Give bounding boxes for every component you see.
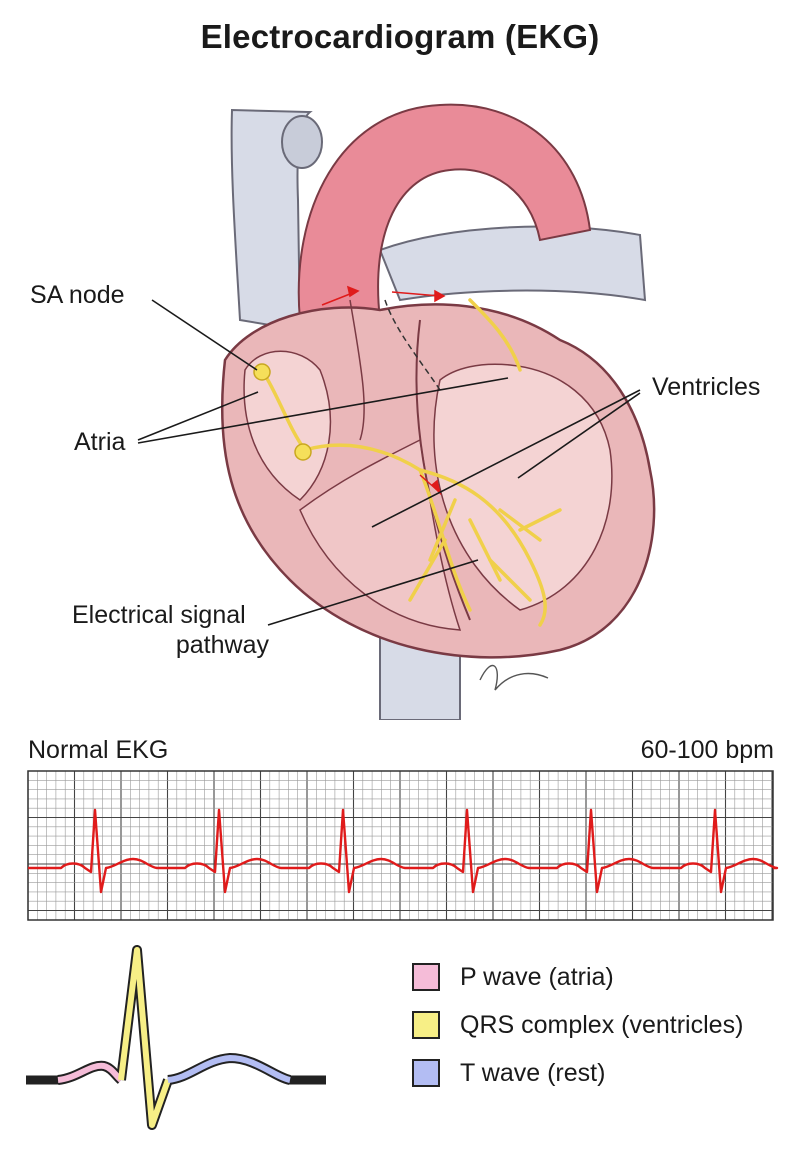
leader-atria-2 <box>137 377 509 444</box>
qrs-complex-segment <box>118 947 171 1128</box>
ekg-trace <box>28 808 779 894</box>
leader-sa-node <box>151 299 258 371</box>
artist-signature <box>479 664 549 691</box>
ekg-title: Normal EKG <box>28 736 169 764</box>
leader-pathway <box>267 559 479 626</box>
legend-item-t-wave: T wave (rest) <box>412 1056 605 1090</box>
label-atria: Atria <box>74 428 126 456</box>
label-pathway-line2: pathway <box>175 631 269 659</box>
sa-node-marker <box>253 363 271 381</box>
signal-arrows <box>321 285 446 496</box>
label-ventricles: Ventricles <box>652 373 761 401</box>
leader-atria-1 <box>137 391 259 441</box>
aorta <box>297 103 592 321</box>
pulmonary-artery <box>378 225 647 302</box>
leader-lines <box>137 299 641 626</box>
left-ventricle-chamber <box>433 363 613 611</box>
legend-item-qrs-complex: QRS complex (ventricles) <box>412 1008 743 1042</box>
valve-outline <box>349 299 365 441</box>
p-wave-segment <box>57 1062 124 1083</box>
heart-illustration <box>137 103 656 720</box>
av-node-marker <box>294 443 312 461</box>
page-title: Electrocardiogram (EKG) <box>200 18 600 55</box>
ekg-border <box>27 770 774 921</box>
t-wave-segment <box>167 1055 291 1083</box>
ekg-rate: 60-100 bpm <box>640 736 774 764</box>
vessel-opening <box>281 115 323 169</box>
label-sa-node: SA node <box>30 281 125 309</box>
legend-swatch-t-wave <box>412 1059 440 1087</box>
legend-label-t-wave: T wave (rest) <box>460 1058 606 1087</box>
legend-swatch-p-wave <box>412 963 440 991</box>
leader-ventricles-2 <box>517 392 641 479</box>
leader-ventricles-1 <box>371 389 641 528</box>
septum <box>415 319 471 621</box>
signal-pathway <box>263 298 562 627</box>
label-pathway-line1: Electrical signal <box>72 601 246 629</box>
legend-item-p-wave: P wave (atria) <box>412 960 614 994</box>
legend-swatch-qrs-complex <box>412 1011 440 1039</box>
legend-label-p-wave: P wave (atria) <box>460 962 614 991</box>
legend-label-qrs-complex: QRS complex (ventricles) <box>460 1010 744 1039</box>
valve-dashed <box>384 299 441 391</box>
right-atrium-chamber <box>243 350 332 501</box>
